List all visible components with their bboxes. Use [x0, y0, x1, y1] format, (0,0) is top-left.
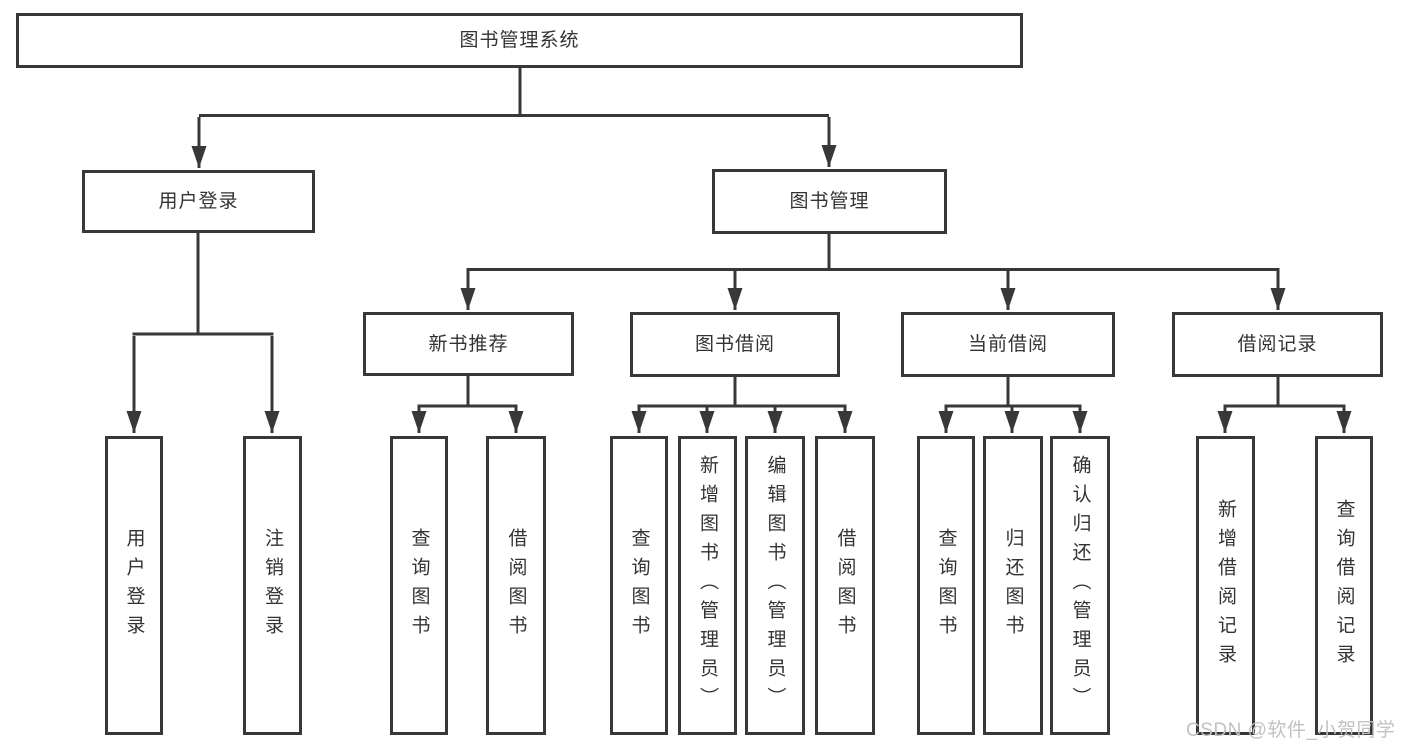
node-user-login: 用户登录 [82, 170, 315, 233]
leaf-borrow-books: 借阅图书 [815, 436, 875, 735]
node-borrow-records: 借阅记录 [1172, 312, 1383, 377]
csdn-watermark: CSDN @软件_小贺同学 [1186, 720, 1396, 741]
leaf-query-books-recommend: 查询图书 [390, 436, 448, 735]
leaf-add-book-admin: 新增图书（管理员） [678, 436, 737, 735]
leaf-edit-book-admin: 编辑图书（管理员） [745, 436, 805, 735]
leaf-confirm-return-admin: 确认归还（管理员） [1050, 436, 1110, 735]
node-root-system: 图书管理系统 [16, 13, 1023, 68]
leaf-query-books-current: 查询图书 [917, 436, 975, 735]
leaf-borrow-books-recommend: 借阅图书 [486, 436, 546, 735]
node-book-borrow: 图书借阅 [630, 312, 840, 377]
node-current-borrow: 当前借阅 [901, 312, 1115, 377]
leaf-add-borrow-record: 新增借阅记录 [1196, 436, 1255, 735]
leaf-user-login: 用户登录 [105, 436, 163, 735]
node-book-management: 图书管理 [712, 169, 947, 234]
node-new-book-recommend: 新书推荐 [363, 312, 574, 376]
leaf-logout: 注销登录 [243, 436, 302, 735]
leaf-query-borrow-record: 查询借阅记录 [1315, 436, 1373, 735]
leaf-return-books: 归还图书 [983, 436, 1043, 735]
leaf-query-books-borrow: 查询图书 [610, 436, 668, 735]
